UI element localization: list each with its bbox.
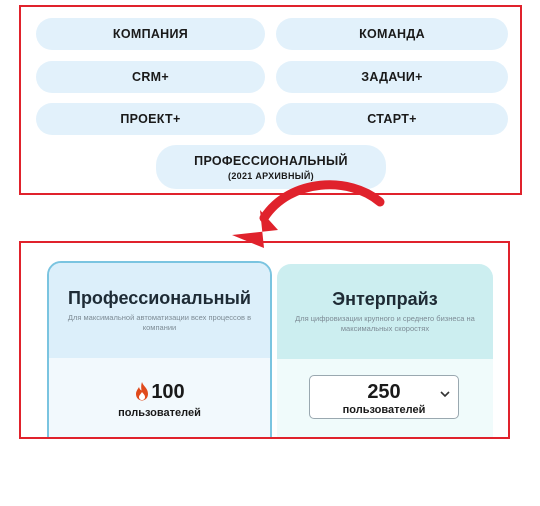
card-description: Для цифровизации крупного и среднего биз… [295,314,475,333]
plan-button-company[interactable]: КОМПАНИЯ [36,18,265,50]
plan-button-label: КОМАНДА [359,27,425,41]
users-label: пользователей [118,407,201,419]
plan-button-team[interactable]: КОМАНДА [276,18,508,50]
plan-button-label: CRM+ [132,70,169,84]
card-header: Профессиональный Для максимальной автома… [49,263,270,358]
card-header: Энтерпрайз Для цифровизации крупного и с… [277,264,493,359]
plan-button-start[interactable]: СТАРТ+ [276,103,508,135]
users-label: пользователей [342,404,426,416]
plan-button-label: ПРОФЕССИОНАЛЬНЫЙ [194,153,348,168]
plans-grid-frame: КОМПАНИЯ КОМАНДА CRM+ ЗАДАЧИ+ ПРОЕКТ+ СТ… [19,5,522,195]
plan-button-professional[interactable]: ПРОФЕССИОНАЛЬНЫЙ (2021 АРХИВНЫЙ) [156,145,386,189]
users-count-select[interactable]: 250 пользователей [309,375,459,419]
plan-button-crm[interactable]: CRM+ [36,61,265,93]
chevron-down-icon [440,391,450,398]
plan-button-sublabel: (2021 АРХИВНЫЙ) [228,170,314,181]
plan-button-label: СТАРТ+ [367,112,417,126]
users-count: 100 [49,381,270,404]
plan-button-label: КОМПАНИЯ [112,27,189,41]
users-count-value: 250 [367,381,401,403]
plan-button-label: ПРОЕКТ+ [120,112,181,126]
plan-card-professional[interactable]: Профессиональный Для максимальной автома… [47,261,272,437]
plan-button-label: ЗАДАЧИ+ [361,70,423,84]
plan-button-project[interactable]: ПРОЕКТ+ [36,103,265,135]
card-title: Профессиональный [68,288,251,308]
fire-icon [136,382,149,401]
plan-button-tasks[interactable]: ЗАДАЧИ+ [276,61,508,93]
card-description: Для максимальной автоматизации всех проц… [67,313,252,332]
curved-arrow-icon [232,180,385,248]
users-count-value: 100 [151,381,185,403]
plan-cards-frame: Профессиональный Для максимальной автома… [19,241,510,439]
plan-card-enterprise[interactable]: Энтерпрайз Для цифровизации крупного и с… [277,264,493,437]
card-title: Энтерпрайз [332,289,438,309]
